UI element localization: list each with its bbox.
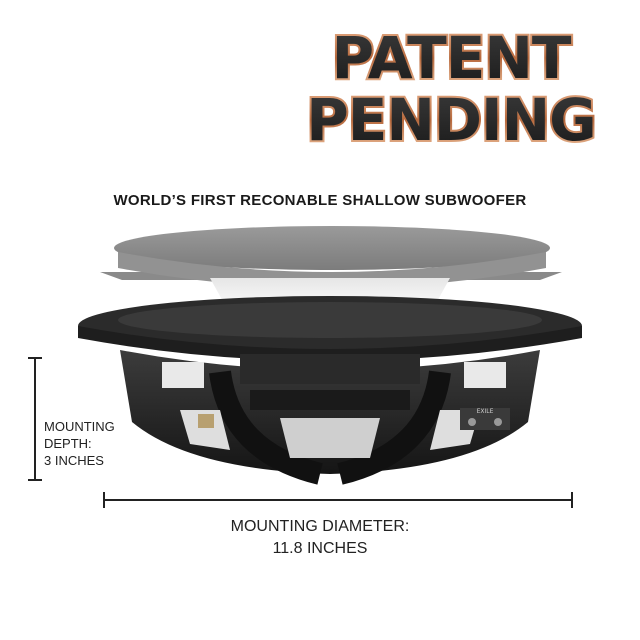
depth-marker-bottom bbox=[28, 479, 42, 481]
badge-line-1: PATENT bbox=[332, 24, 572, 92]
product-tagline: WORLD’S FIRST RECONABLE SHALLOW SUBWOOFE… bbox=[113, 192, 527, 209]
basket-window-right bbox=[464, 362, 506, 388]
diameter-marker-right bbox=[571, 492, 573, 508]
depth-line-1: MOUNTING bbox=[44, 419, 115, 434]
mounting-depth-label: MOUNTING DEPTH: 3 INCHES bbox=[44, 418, 164, 469]
subwoofer-image: EXILE bbox=[70, 222, 590, 492]
basket-spoke-right bbox=[337, 370, 451, 485]
diameter-dimension-line bbox=[103, 499, 573, 501]
badge-line-2: PENDING bbox=[306, 86, 596, 152]
subwoofer-illustration: EXILE bbox=[78, 226, 582, 485]
cone-top bbox=[114, 226, 550, 270]
basket-window-left bbox=[162, 362, 204, 388]
diameter-line-2: 11.8 INCHES bbox=[272, 540, 368, 557]
depth-line-3: 3 INCHES bbox=[44, 453, 104, 468]
basket-spoke-left bbox=[209, 370, 323, 485]
mounting-diameter-label: MOUNTING DIAMETER: 11.8 INCHES bbox=[0, 516, 640, 560]
depth-dimension-line bbox=[34, 357, 36, 481]
terminal-label: EXILE bbox=[477, 408, 494, 415]
patent-pending-logo: PATENT PENDING bbox=[304, 22, 599, 152]
diameter-line-1: MOUNTING DIAMETER: bbox=[230, 518, 410, 535]
patent-pending-badge: PATENT PENDING bbox=[286, 22, 616, 152]
depth-line-2: DEPTH: bbox=[44, 436, 92, 451]
terminal-left bbox=[198, 414, 214, 428]
